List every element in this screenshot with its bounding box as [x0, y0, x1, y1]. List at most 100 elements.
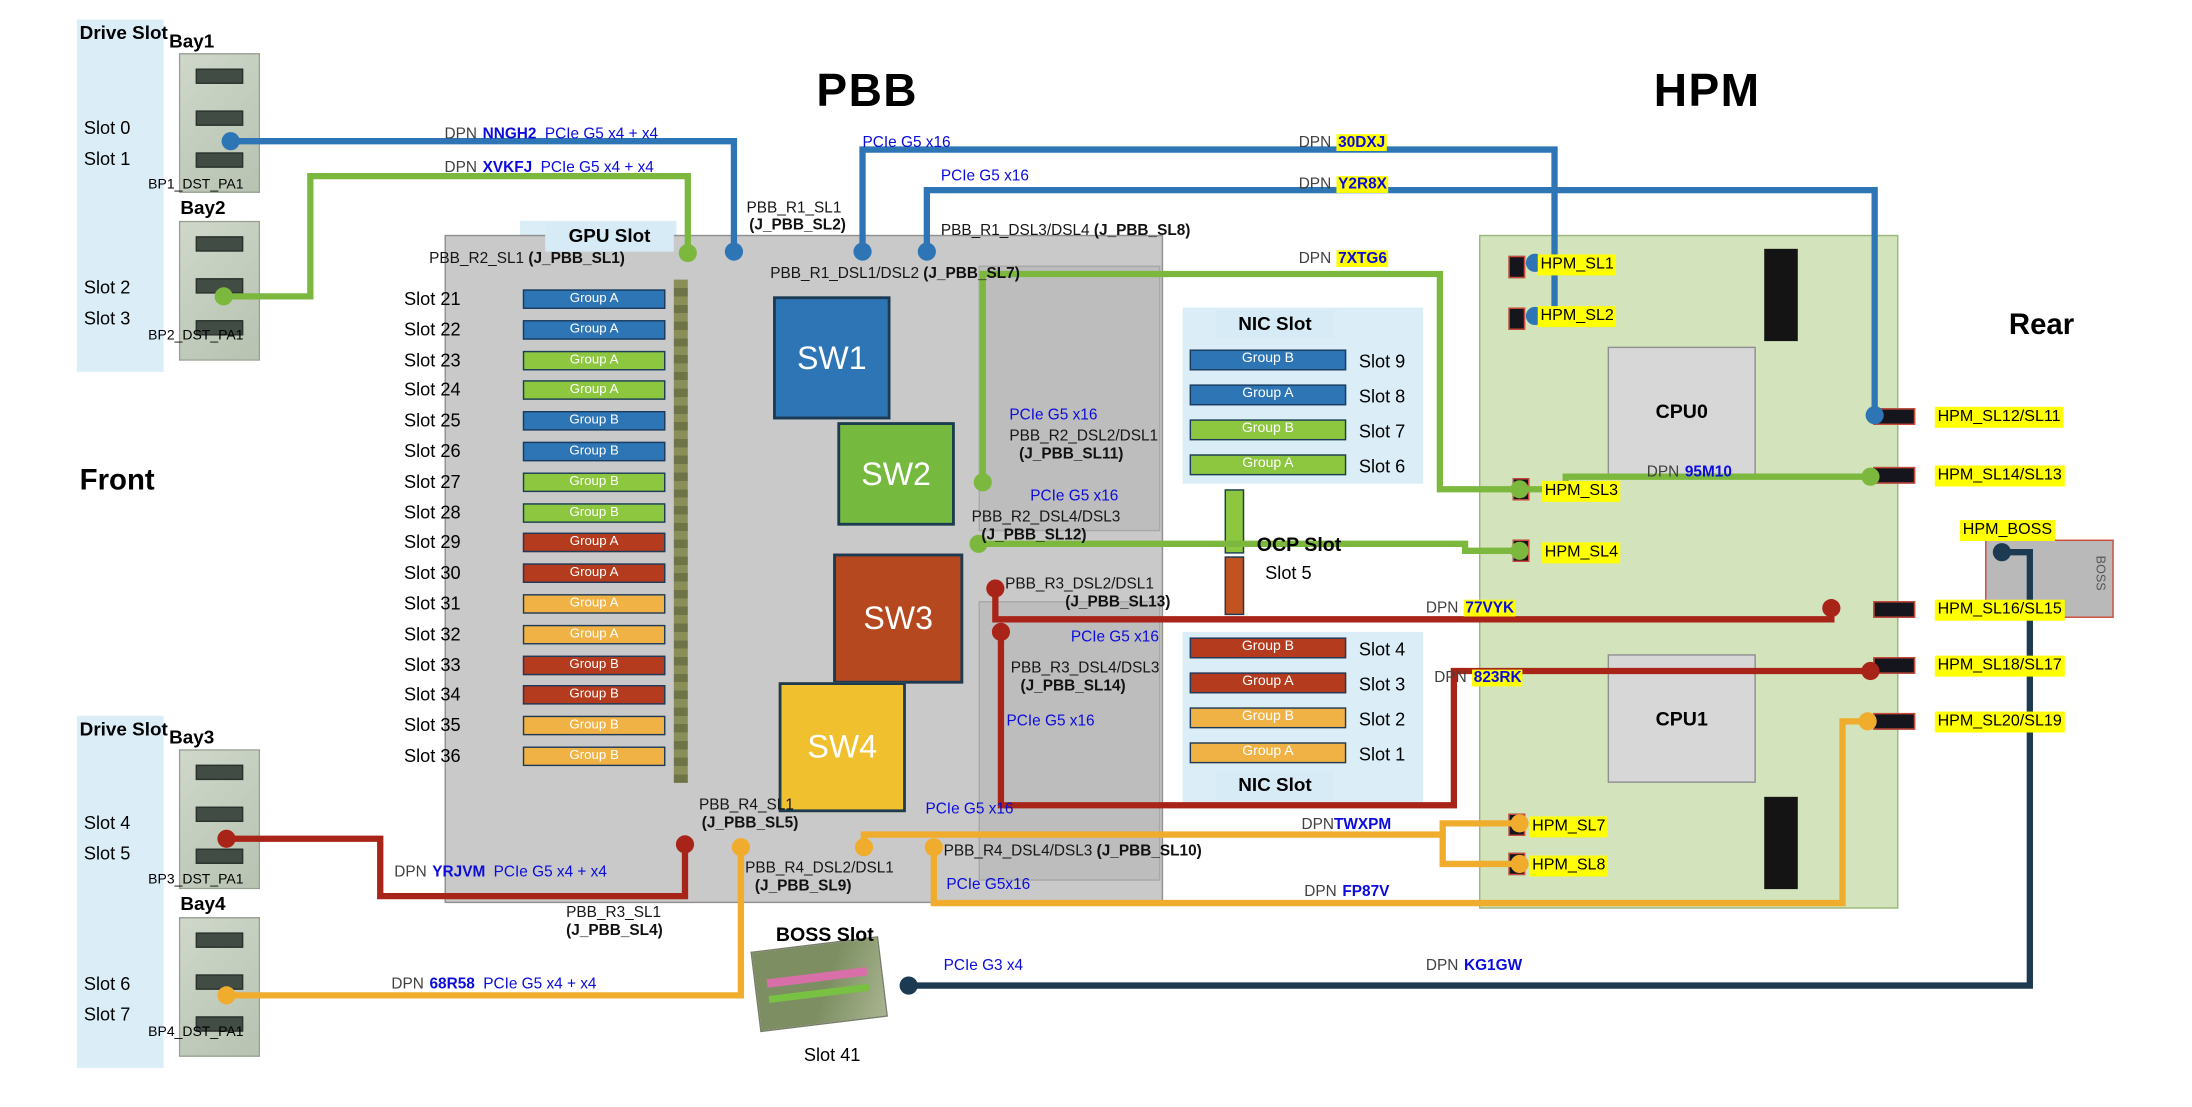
- conn-r2-dsl43-line2: (J_PBB_SL12): [981, 527, 1087, 544]
- hpm-sl1-label: HPM_SL1: [1537, 254, 1617, 276]
- hpm-sl2-connector: [1508, 307, 1526, 330]
- nic-slot4-bar: Group B: [1189, 637, 1347, 659]
- gpu-slot21-bar: Group A: [522, 289, 666, 309]
- bay4-label: Bay4: [180, 893, 226, 915]
- cable-yrjvm-bp3-to-jpbb-sl4: [226, 835, 689, 900]
- nic-slot1-label: Slot 1: [1358, 743, 1406, 765]
- ocp-bar-green: [1224, 489, 1245, 554]
- cpu1-box: CPU1: [1607, 654, 1756, 783]
- dot-hpm-sl3: [1510, 480, 1529, 499]
- conn-r2-sl1: PBB_R2_SL1 (J_PBB_SL1): [429, 250, 625, 268]
- hpm-heatsink-bottom: [1764, 796, 1798, 890]
- conn-r1-sl1-line1: PBB_R1_SL1: [746, 199, 842, 217]
- drive-top-header: Drive Slot: [79, 22, 168, 44]
- gpu-slot32-label: Slot 32: [404, 623, 461, 645]
- hpm-heatsink-top: [1764, 248, 1798, 342]
- conn-r4-dsl43: PBB_R4_DSL4/DSL3 (J_PBB_SL10): [943, 842, 1202, 860]
- gpu-slot24-label: Slot 24: [404, 378, 461, 400]
- cable-nngh2-bp1-to-jpbb-sl2: [230, 138, 738, 252]
- pcie-g5x16-sl13: PCIe G5 x16: [1070, 629, 1159, 646]
- pbb-title: PBB: [816, 64, 919, 117]
- dot-jpbb-sl1: [678, 243, 697, 263]
- bay3-label: Bay3: [169, 726, 215, 748]
- hpm-sl16-15-connector: [1873, 601, 1916, 618]
- drive-top-panel: [76, 19, 164, 372]
- conn-r4-sl1-line2: (J_PBB_SL5): [701, 815, 799, 832]
- conn-r1-dsl12: PBB_R1_DSL1/DSL2 (J_PBB_SL7): [770, 265, 1020, 283]
- gpu-slot30-label: Slot 30: [404, 561, 461, 583]
- pcie-g5x16-sl14: PCIe G5 x16: [1006, 712, 1095, 730]
- dot-jpbb-sl2: [724, 242, 744, 261]
- boss-slot41-label: Slot 41: [803, 1044, 861, 1066]
- pcie-g3x4-boss: PCIe G3 x4: [943, 957, 1024, 975]
- gpu-slot25-label: Slot 25: [404, 409, 461, 431]
- ocp-slot-title: OCP Slot: [1256, 532, 1342, 555]
- nic-slot2-label: Slot 2: [1358, 708, 1406, 730]
- gpu-slot27-label: Slot 27: [404, 471, 461, 493]
- gpu-slot23-bar: Group A: [522, 350, 666, 371]
- nic-slot6-label: Slot 6: [1358, 455, 1406, 477]
- dot-hpm-sl16-15: [1822, 599, 1841, 618]
- gpu-slot31-label: Slot 31: [404, 592, 461, 614]
- nic-slot6-bar: Group A: [1189, 454, 1347, 476]
- gpu-slot36-label: Slot 36: [404, 745, 461, 767]
- conn-r3-dsl21-line2: (J_PBB_SL13): [1065, 594, 1171, 611]
- nic-slot8-bar: Group A: [1189, 384, 1347, 406]
- hpm-sl4-label: HPM_SL4: [1541, 542, 1621, 564]
- conn-r3-dsl21-line1: PBB_R3_DSL2/DSL1: [1005, 575, 1154, 593]
- slot1-label: Slot 1: [83, 148, 131, 170]
- pbb-subboard-top: [978, 265, 1161, 532]
- gpu-slot26-bar: Group B: [522, 441, 666, 462]
- slot3-label: Slot 3: [83, 307, 131, 329]
- nic-bottom-header: NIC Slot: [1216, 771, 1334, 800]
- gpu-slot34-bar: Group B: [522, 685, 666, 705]
- dot-jpbb-sl11: [973, 473, 992, 492]
- gpu-slot29-bar: Group A: [522, 532, 666, 553]
- dot-jpbb-sl8: [917, 242, 936, 261]
- bay4-backplane: [178, 917, 261, 1057]
- slot5-label: Slot 5: [83, 842, 131, 864]
- conn-r3-dsl43-line2: (J_PBB_SL14): [1020, 678, 1126, 695]
- dot-hpm-sl14-13: [1861, 467, 1880, 486]
- conn-r4-dsl21-line1: PBB_R4_DSL2/DSL1: [745, 859, 894, 877]
- front-label: Front: [79, 464, 155, 497]
- pcie-g5x16-top2: PCIe G5 x16: [940, 167, 1029, 185]
- dot-hpm-sl8: [1510, 854, 1529, 874]
- nic-slot7-bar: Group B: [1189, 419, 1347, 441]
- gpu-slot32-bar: Group A: [522, 624, 666, 645]
- slot7-label: Slot 7: [83, 1003, 131, 1025]
- bp4-label: BP4_DST_PA1: [148, 1024, 244, 1041]
- gpu-slot31-bar: Group A: [522, 594, 666, 614]
- sw3-box: SW3: [833, 553, 964, 684]
- gpu-slot35-label: Slot 35: [404, 714, 461, 736]
- bp1-label: BP1_DST_PA1: [148, 177, 244, 193]
- gpu-slot29-label: Slot 29: [404, 531, 461, 553]
- gpu-slot30-bar: Group A: [522, 563, 666, 583]
- dot-hpm-sl4: [1510, 541, 1529, 560]
- nic-slot3-bar: Group A: [1189, 672, 1347, 694]
- nic-slot8-label: Slot 8: [1358, 385, 1406, 407]
- dot-jpbb-sl5: [731, 838, 751, 857]
- nic-slot2-bar: Group B: [1189, 707, 1347, 729]
- slot4-label: Slot 4: [83, 812, 131, 834]
- drive-bottom-panel: [76, 715, 164, 1069]
- dot-bp4: [217, 986, 236, 1005]
- conn-r3-sl1-line1: PBB_R3_SL1: [566, 904, 662, 922]
- dot-hpm-sl20-19: [1858, 712, 1877, 731]
- pcie-g5x16-top1: PCIe G5 x16: [862, 134, 951, 151]
- bp2-label: BP2_DST_PA1: [148, 328, 244, 344]
- dot-jpbb-sl9: [854, 838, 874, 857]
- bay3-backplane: [178, 749, 261, 890]
- dot-hpm-sl18-17: [1861, 661, 1880, 681]
- hpm-sl16-15-label: HPM_SL16/SL15: [1934, 599, 2065, 621]
- sw2-box: SW2: [837, 422, 955, 526]
